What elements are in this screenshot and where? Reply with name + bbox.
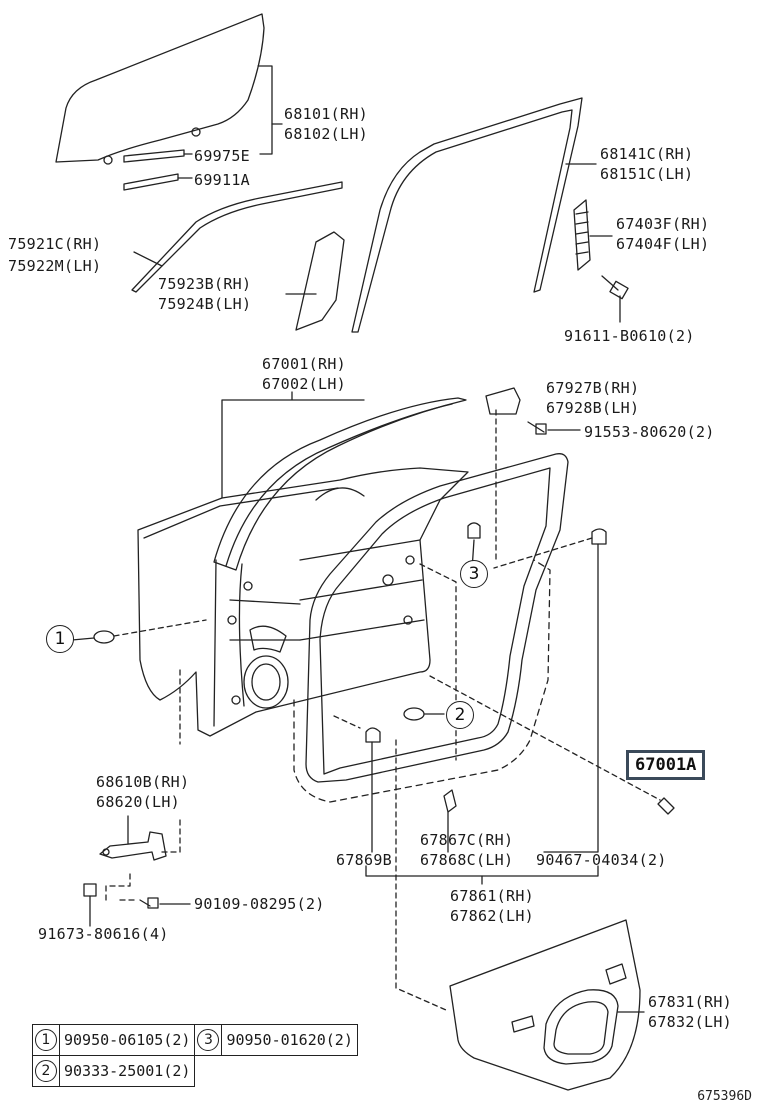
legend-part-90333-25001: 90333-25001(2) — [58, 1055, 196, 1087]
part-68610b-label: 68610B(RH) — [96, 773, 190, 791]
channel-69911a-drawing — [123, 173, 179, 191]
diagram-code: 675396D — [697, 1089, 752, 1104]
part-91673-label: 91673-80616(4) — [38, 925, 169, 943]
part-75921c-label: 75921C(RH) — [8, 235, 102, 253]
part-67403f-label: 67403F(RH) — [616, 215, 710, 233]
part-68141c-label: 68141C(RH) — [600, 145, 694, 163]
part-67001-label: 67001(RH) — [262, 355, 346, 373]
legend-part-90950-01620: 90950-01620(2) — [221, 1024, 358, 1056]
door-check-drawing — [99, 815, 167, 861]
pillar-garnish-drawing — [295, 231, 345, 331]
trim-panel-drawing — [449, 919, 641, 1091]
leader-67001 — [221, 391, 365, 499]
part-67867c-label: 67867C(RH) — [420, 831, 514, 849]
part-67862-label: 67862(LH) — [450, 907, 534, 925]
part-67928b-label: 67928B(LH) — [546, 399, 640, 417]
channel-69975e-drawing — [123, 149, 185, 163]
part-67869b-label: 67869B — [336, 851, 392, 869]
plug-1-drawing — [93, 630, 115, 644]
part-67404f-label: 67404F(LH) — [616, 235, 710, 253]
part-67831-label: 67831(RH) — [648, 993, 732, 1011]
part-91611-label: 91611-B0610(2) — [564, 327, 695, 345]
part-67868c-label: 67868C(LH) — [420, 851, 514, 869]
part-90467-label: 90467-04034(2) — [536, 851, 667, 869]
legend-ref-3: 3 — [197, 1029, 220, 1051]
part-91553-label: 91553-80620(2) — [584, 423, 715, 441]
part-68101-label: 68101(RH) — [284, 105, 368, 123]
legend-row: 1 90950-06105(2) 3 90950-01620(2) — [32, 1024, 358, 1056]
channel-67403-drawing — [573, 199, 591, 271]
part-75922m-label: 75922M(LH) — [8, 257, 102, 275]
part-68102-label: 68102(LH) — [284, 125, 368, 143]
plug-2-drawing — [403, 707, 425, 721]
belt-moulding-drawing — [131, 181, 343, 293]
ref-circle-3: 3 — [460, 560, 488, 588]
part-75923b-label: 75923B(RH) — [158, 275, 252, 293]
part-67002-label: 67002(LH) — [262, 375, 346, 393]
legend-ref-1: 1 — [35, 1029, 57, 1051]
part-67861-label: 67861(RH) — [450, 887, 534, 905]
fastener-legend-table: 1 90950-06105(2) 3 90950-01620(2) 2 9033… — [32, 1024, 358, 1087]
legend-part-90950-06105: 90950-06105(2) — [58, 1024, 196, 1056]
part-69975e-label: 69975E — [194, 147, 250, 165]
ref-circle-1: 1 — [46, 625, 74, 653]
bracket-67927-drawing — [485, 387, 521, 415]
part-69911a-label: 69911A — [194, 171, 250, 189]
fastener-67001a-drawing — [657, 797, 675, 815]
part-68151c-label: 68151C(LH) — [600, 165, 694, 183]
part-67832-label: 67832(LH) — [648, 1013, 732, 1031]
ref-circle-2: 2 — [446, 701, 474, 729]
part-75924b-label: 75924B(LH) — [158, 295, 252, 313]
part-67001a-callout[interactable]: 67001A — [626, 750, 706, 780]
legend-ref-2: 2 — [35, 1060, 57, 1082]
legend-row: 2 90333-25001(2) — [32, 1055, 358, 1087]
glass-run-drawing — [351, 97, 583, 333]
part-90109-label: 90109-08295(2) — [194, 895, 325, 913]
part-68620-label: 68620(LH) — [96, 793, 180, 811]
part-67927b-label: 67927B(RH) — [546, 379, 640, 397]
door-shell-drawing — [137, 397, 469, 737]
door-glass-drawing — [55, 13, 265, 165]
weatherstrip-drawing — [305, 453, 569, 783]
